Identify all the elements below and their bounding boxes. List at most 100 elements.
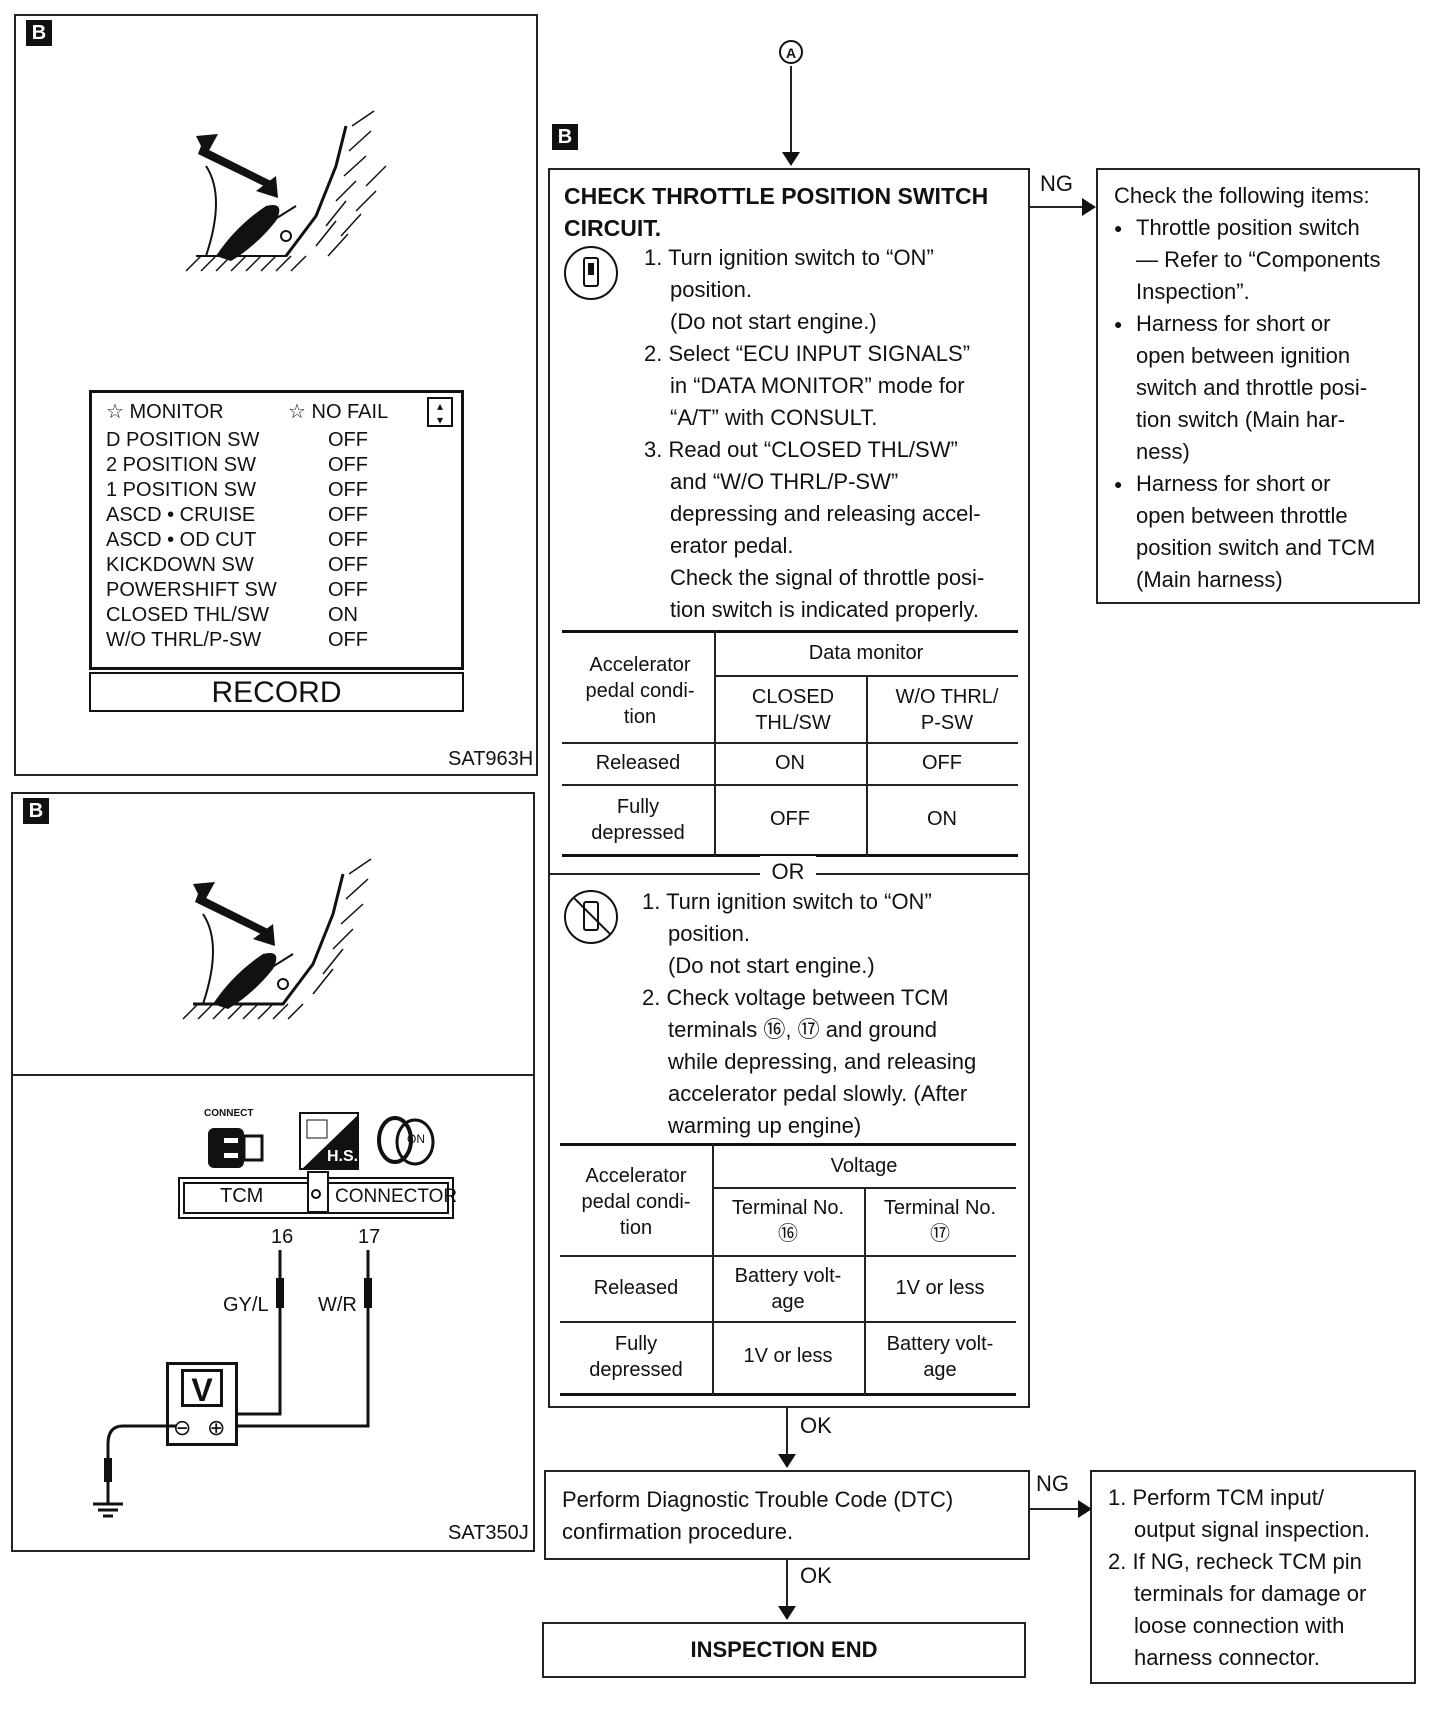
monitor-row-value: OFF bbox=[328, 579, 368, 601]
circled-a-marker: A bbox=[779, 40, 803, 64]
text-line: (Do not start engine.) bbox=[670, 309, 877, 334]
dtc-box: Perform Diagnostic Trouble Code (DTC) co… bbox=[544, 1470, 1030, 1560]
t2-r1c1: Battery volt- age bbox=[734, 1265, 842, 1313]
figure-tcm-voltage-check: B CONNECT H bbox=[11, 792, 535, 1552]
text-line: Throttle position switch bbox=[1136, 215, 1360, 240]
t1-group: Data monitor bbox=[808, 642, 924, 664]
t1-h2: W/O THRL/ P-SW bbox=[895, 686, 999, 734]
t2-r1c0: Released bbox=[593, 1277, 679, 1299]
monitor-row-name: ASCD • CRUISE bbox=[106, 504, 256, 526]
text-line: (Main harness) bbox=[1136, 567, 1283, 592]
text-line: Inspection”. bbox=[1136, 279, 1250, 304]
ok-label-1: OK bbox=[800, 1413, 832, 1438]
connector-label: CONNECTOR bbox=[335, 1186, 458, 1207]
ng-label-1: NG bbox=[1040, 171, 1073, 196]
text-line: 2. If NG, recheck TCM pin bbox=[1108, 1549, 1362, 1574]
t2-r2c2: Battery volt- age bbox=[886, 1333, 994, 1381]
t1-r1c0: Released bbox=[595, 752, 681, 774]
t2-group: Voltage bbox=[830, 1155, 898, 1177]
flow-arrow-a bbox=[790, 66, 792, 156]
text-line: 1. Turn ignition switch to “ON” bbox=[644, 245, 934, 270]
text-line: open between ignition bbox=[1136, 343, 1351, 368]
text-line: tion switch is indicated properly. bbox=[670, 597, 979, 622]
tcm-label: TCM bbox=[220, 1185, 264, 1207]
text-line: and “W/O THRL/P-SW” bbox=[670, 469, 899, 494]
monitor-row-value: OFF bbox=[328, 529, 368, 551]
section-tag: B bbox=[26, 20, 52, 46]
pin-16-label: 16 bbox=[271, 1226, 294, 1248]
text-line: terminals for damage or bbox=[1134, 1581, 1367, 1606]
dtc-line-2: confirmation procedure. bbox=[562, 1519, 794, 1544]
ng-tcm-inspection-box: 1. Perform TCM input/output signal inspe… bbox=[1090, 1470, 1416, 1684]
check-throttle-box: CHECK THROTTLE POSITION SWITCH CIRCUIT. … bbox=[548, 168, 1030, 1408]
plus-terminal: ⊕ bbox=[207, 1415, 226, 1440]
figure-divider bbox=[13, 1074, 533, 1076]
text-line: warming up engine) bbox=[668, 1113, 862, 1138]
ok-label-2: OK bbox=[800, 1563, 832, 1588]
dtc-line-1: Perform Diagnostic Trouble Code (DTC) bbox=[562, 1487, 954, 1512]
ng2-step-2: 2. If NG, recheck TCM pin terminals for d… bbox=[1108, 1546, 1414, 1674]
text-line: position. bbox=[668, 921, 750, 946]
wire-gyl-label: GY/L bbox=[223, 1294, 269, 1316]
check-title: CHECK THROTTLE POSITION SWITCH CIRCUIT. bbox=[564, 183, 989, 241]
t1-r1c2: OFF bbox=[922, 752, 962, 774]
text-line: tion switch (Main har- bbox=[1136, 407, 1346, 432]
text-line: terminals ⑯, ⑰ and ground bbox=[668, 1017, 938, 1042]
voltmeter: V ⊖ ⊕ bbox=[166, 1362, 238, 1446]
t2-r2c0: Fully depressed bbox=[589, 1333, 683, 1381]
monitor-row-value: OFF bbox=[328, 554, 368, 576]
monitor-header-left: ☆ MONITOR bbox=[106, 401, 224, 423]
text-line: 1. Perform TCM input/ bbox=[1108, 1485, 1324, 1510]
scroll-icon[interactable]: ▴▾ bbox=[427, 397, 453, 427]
text-line: accelerator pedal slowly. (After bbox=[668, 1081, 968, 1106]
text-line: output signal inspection. bbox=[1134, 1517, 1371, 1542]
text-line: erator pedal. bbox=[670, 533, 794, 558]
monitor-row-name: W/O THRL/P-SW bbox=[106, 629, 262, 651]
text-line: Check the signal of throttle posi- bbox=[670, 565, 985, 590]
step-list-consult: 1. Turn ignition switch to “ON”position.… bbox=[644, 242, 1024, 626]
text-line: in “DATA MONITOR” mode for bbox=[670, 373, 965, 398]
monitor-row-name: 2 POSITION SW bbox=[106, 454, 257, 476]
hot-shutdown-icon: H.S. bbox=[299, 1112, 359, 1170]
step-b2: 2. Check voltage between TCM terminals ⑯,… bbox=[642, 982, 1022, 1142]
text-line: switch and throttle posi- bbox=[1136, 375, 1368, 400]
ng-item-2: Harness for short or open between ignitio… bbox=[1114, 308, 1418, 468]
t1-r2c2: ON bbox=[927, 808, 957, 830]
text-line: loose connection with bbox=[1134, 1613, 1345, 1638]
monitor-row-name: CLOSED THL/SW bbox=[106, 604, 269, 626]
wire-wr-label: W/R bbox=[318, 1294, 357, 1316]
text-line: Harness for short or bbox=[1136, 471, 1331, 496]
no-consult-icon bbox=[564, 890, 618, 944]
monitor-row-value: OFF bbox=[328, 454, 368, 476]
record-button[interactable]: RECORD bbox=[89, 672, 464, 712]
text-line: ness) bbox=[1136, 439, 1190, 464]
figure-id: SAT963H bbox=[448, 748, 534, 770]
text-line: 1. Turn ignition switch to “ON” bbox=[642, 889, 932, 914]
text-line: 2. Check voltage between TCM bbox=[642, 985, 949, 1010]
t1-col0: Accelerator pedal condi- tion bbox=[585, 654, 695, 728]
ng-item-1: Throttle position switch — Refer to “Comp… bbox=[1114, 212, 1418, 308]
text-line: Harness for short or bbox=[1136, 311, 1331, 336]
text-line: 2. Select “ECU INPUT SIGNALS” bbox=[644, 341, 971, 366]
pedal-illustration bbox=[182, 858, 372, 1020]
minus-terminal: ⊖ bbox=[173, 1415, 192, 1440]
t2-r1c2: 1V or less bbox=[895, 1277, 985, 1299]
t2-h1: Terminal No.⑯ bbox=[731, 1197, 845, 1245]
monitor-row-name: ASCD • OD CUT bbox=[106, 529, 257, 551]
monitor-row-value: OFF bbox=[328, 479, 368, 501]
monitor-row-name: 1 POSITION SW bbox=[106, 479, 257, 501]
monitor-row-name: D POSITION SW bbox=[106, 429, 260, 451]
t1-r2c1: OFF bbox=[770, 808, 810, 830]
probe-wiring bbox=[93, 1250, 372, 1518]
step-b1: 1. Turn ignition switch to “ON” position.… bbox=[642, 886, 1022, 982]
tcm-connector: TCM CONNECTOR bbox=[178, 1171, 458, 1219]
pin-17-label: 17 bbox=[358, 1226, 381, 1248]
t2-r2c1: 1V or less bbox=[743, 1345, 833, 1367]
step-1: 1. Turn ignition switch to “ON”position.… bbox=[644, 242, 1024, 338]
text-line: “A/T” with CONSULT. bbox=[670, 405, 878, 430]
section-tag: B bbox=[552, 124, 578, 150]
figure-consult-monitor: B ☆ MONITOR ☆ NO FAIL ▴▾ D POSITIO bbox=[14, 14, 538, 776]
text-line: — Refer to “Components bbox=[1136, 247, 1381, 272]
